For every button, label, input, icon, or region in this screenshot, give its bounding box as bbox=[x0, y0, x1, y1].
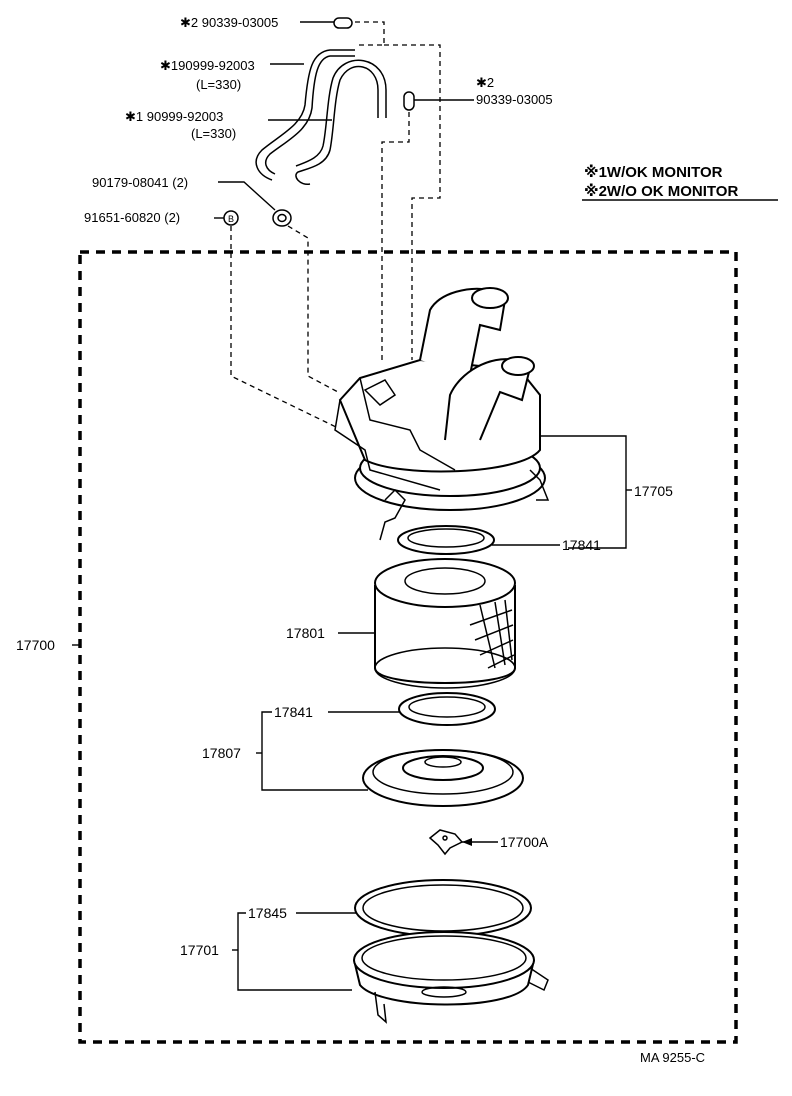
clip-17700A bbox=[428, 829, 464, 856]
route-cap-top bbox=[355, 21, 385, 46]
label-cap-right-part: 90339-03005 bbox=[476, 92, 553, 107]
label-hose2-part: ✱1 90999-92003 bbox=[125, 109, 223, 124]
bolt-marker bbox=[214, 210, 239, 226]
label-17845: 17845 bbox=[248, 905, 287, 921]
label-17701: 17701 bbox=[180, 942, 219, 958]
label-17807: 17807 bbox=[202, 745, 241, 761]
cap-right bbox=[403, 91, 474, 111]
assembly-boundary bbox=[78, 250, 738, 1044]
case-cover bbox=[362, 749, 524, 807]
route-cap-right bbox=[381, 112, 410, 360]
gasket-top bbox=[397, 525, 495, 555]
legend-2: ※2W/O OK MONITOR bbox=[584, 182, 738, 200]
legend-1: ※1W/OK MONITOR bbox=[584, 163, 723, 181]
bracket-17701 bbox=[237, 912, 352, 991]
bracket-17807 bbox=[261, 711, 368, 791]
filter-element bbox=[374, 558, 516, 689]
air-cleaner-cap bbox=[334, 287, 550, 541]
cap-top bbox=[300, 17, 353, 29]
label-hose1-len: (L=330) bbox=[196, 77, 241, 92]
label-17700A: 17700A bbox=[500, 834, 549, 850]
label-bolt-circle: B bbox=[228, 214, 234, 224]
air-cleaner-case bbox=[353, 931, 549, 1024]
route-hose-1 bbox=[384, 44, 441, 360]
label-17705: 17705 bbox=[634, 483, 673, 499]
label-cap-top: ✱2 90339-03005 bbox=[180, 15, 278, 30]
label-cap-right-mark: ✱2 bbox=[476, 75, 494, 90]
diagram-reference: MA 9255-C bbox=[640, 1050, 705, 1065]
label-grommet: 90179-08041 (2) bbox=[92, 175, 188, 190]
label-17700: 17700 bbox=[16, 637, 55, 653]
case-gasket bbox=[354, 879, 532, 937]
vacuum-hose-1 bbox=[255, 49, 355, 181]
label-17841-bottom: 17841 bbox=[274, 704, 313, 720]
grommet bbox=[218, 181, 292, 227]
bracket-17705 bbox=[540, 435, 627, 549]
label-hose1-part: ✱190999-92003 bbox=[160, 58, 255, 73]
label-hose2-len: (L=330) bbox=[191, 126, 236, 141]
route-bolt bbox=[230, 226, 339, 429]
gasket-bottom bbox=[398, 692, 496, 726]
vacuum-hose-2 bbox=[268, 59, 387, 185]
route-grommet bbox=[287, 225, 339, 393]
label-17841-top: 17841 bbox=[562, 537, 601, 553]
label-bolt: 91651-60820 (2) bbox=[84, 210, 180, 225]
label-17801: 17801 bbox=[286, 625, 325, 641]
